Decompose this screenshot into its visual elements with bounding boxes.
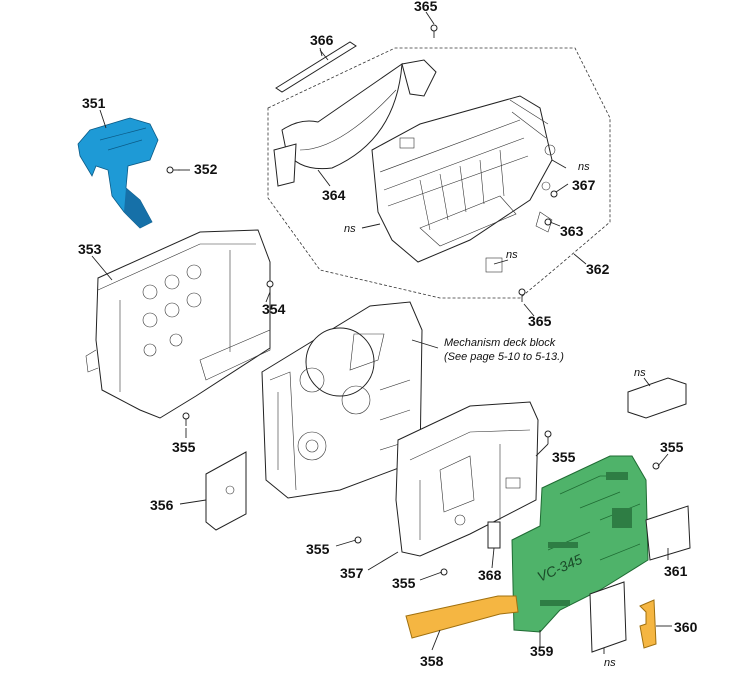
ns-sheet-bottom (589, 581, 627, 653)
ns-label-frame-left: ns (344, 223, 356, 235)
label-367: 367 (572, 177, 596, 193)
part-356-side-plate (205, 451, 247, 531)
label-355-right: 355 (660, 439, 684, 455)
label-364: 364 (322, 187, 346, 203)
label-353: 353 (78, 241, 102, 257)
label-359: 359 (530, 643, 554, 659)
screw-365-bottom (518, 288, 526, 302)
mechanism-deck-block (261, 301, 423, 499)
label-355-bottom: 355 (392, 575, 416, 591)
ns-labels: ns ns ns ns ns (344, 161, 646, 669)
ns-label-bottom-sheet: ns (604, 657, 616, 669)
label-368: 368 (478, 567, 502, 583)
part-368-spacer (487, 521, 501, 549)
label-355-mid: 355 (552, 449, 576, 465)
part-361-sheet (645, 505, 691, 561)
label-351: 351 (82, 95, 106, 111)
label-352: 352 (194, 161, 218, 177)
screw-355-mid (544, 430, 552, 444)
ns-label-top-right-cover: ns (634, 367, 646, 379)
label-355-lower-left: 355 (306, 541, 330, 557)
label-362: 362 (586, 261, 610, 277)
label-358: 358 (420, 653, 444, 669)
part-359-vc345-board: VC-345 (511, 455, 649, 633)
label-355-left: 355 (172, 439, 196, 455)
screw-365-top (430, 24, 438, 38)
part-364-curved-cover (273, 59, 437, 187)
leader-lines (91, 11, 672, 654)
mechanism-deck-note: Mechanism deck block (See page 5-10 to 5… (444, 337, 564, 363)
part-357-lower-frame (395, 401, 539, 557)
screw-352 (166, 166, 180, 174)
part-labels: 365 366 351 352 364 367 363 353 362 354 … (78, 0, 698, 669)
label-365-bottom: 365 (528, 313, 552, 329)
label-365-top: 365 (414, 0, 438, 14)
label-360: 360 (674, 619, 698, 635)
assembly-362-dashed-outline (267, 47, 611, 299)
label-356: 356 (150, 497, 174, 513)
part-353-chassis (85, 229, 271, 419)
screw-355-right (652, 462, 660, 470)
label-366: 366 (310, 32, 334, 48)
part-362-frame (371, 95, 556, 273)
note-line-2: (See page 5-10 to 5-13.) (444, 351, 564, 363)
label-363: 363 (560, 223, 584, 239)
label-361: 361 (664, 563, 688, 579)
part-358-flex-cable (405, 595, 519, 639)
ns-label-frame-bottom: ns (506, 249, 518, 261)
label-354: 354 (262, 301, 286, 317)
label-357: 357 (340, 565, 364, 581)
ns-cover-top-right (627, 377, 687, 419)
part-360-bracket (639, 599, 657, 649)
screw-355-left (182, 412, 190, 426)
screw-367 (550, 190, 558, 198)
note-line-1: Mechanism deck block (444, 337, 556, 349)
part-351-bracket (77, 117, 159, 229)
part-366-belt (275, 41, 357, 93)
ns-label-upper-right: ns (578, 161, 590, 173)
